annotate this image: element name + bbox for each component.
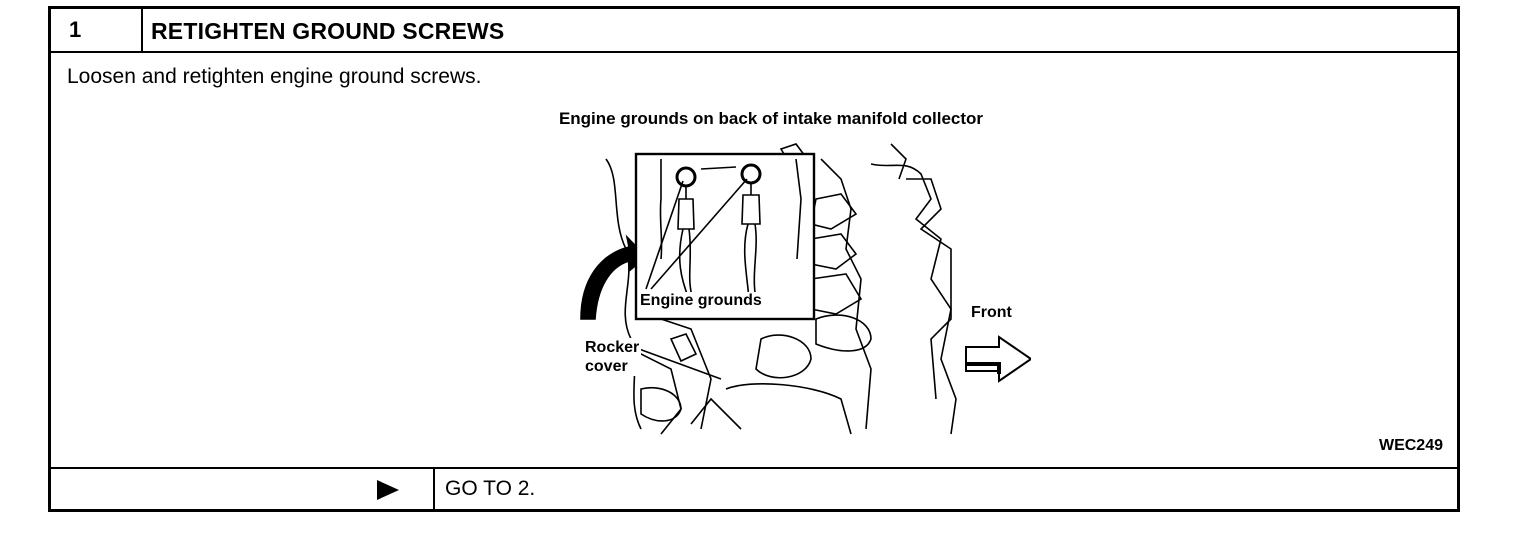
figure-code: WEC249 <box>1378 437 1443 454</box>
step-number: 1 <box>51 9 143 51</box>
step-title: RETIGHTEN GROUND SCREWS <box>151 18 505 44</box>
label-engine-grounds: Engine grounds <box>638 292 764 310</box>
step-instruction: Loosen and retighten engine ground screw… <box>67 65 482 88</box>
result-arrow-cell <box>51 469 435 509</box>
engine-illustration-icon <box>580 143 1031 435</box>
step-header: 1 RETIGHTEN GROUND SCREWS <box>51 9 1457 53</box>
procedure-table: 1 RETIGHTEN GROUND SCREWS Loosen and ret… <box>48 6 1460 512</box>
engine-figure: Engine grounds on back of intake manifol… <box>511 109 1031 439</box>
label-rocker-cover: Rocker cover <box>583 338 642 376</box>
right-triangle-icon <box>377 480 399 500</box>
figure-caption: Engine grounds on back of intake manifol… <box>558 109 984 128</box>
result-row: GO TO 2. <box>51 467 1457 509</box>
label-rocker-line1: Rocker <box>585 339 640 356</box>
label-front: Front <box>969 304 1014 322</box>
goto-step-link[interactable]: GO TO 2. <box>445 477 536 500</box>
label-rocker-line2: cover <box>585 358 628 375</box>
